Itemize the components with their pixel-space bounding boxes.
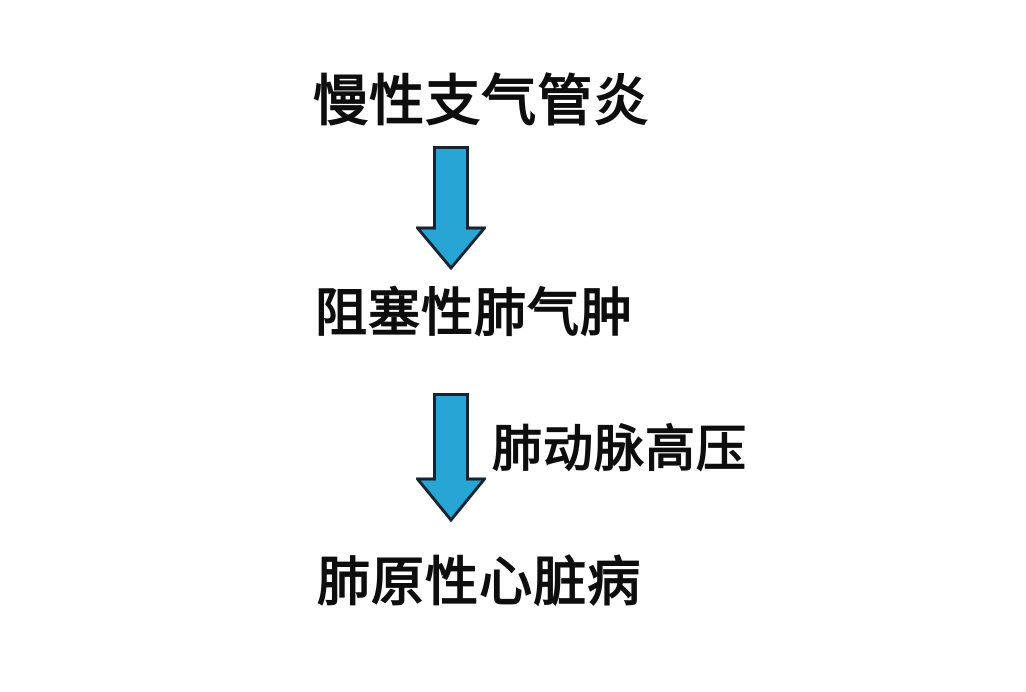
- down-arrow-icon-one: [416, 146, 486, 270]
- down-arrow-icon-two: [416, 393, 486, 522]
- node-obstructive-emphysema: 阻塞性肺气肿: [315, 284, 634, 344]
- node-cor-pulmonale: 肺原性心脏病: [317, 552, 642, 613]
- edge-label-pulmonary-hypertension: 肺动脉高压: [492, 420, 747, 478]
- node-chronic-bronchitis: 慢性支气管炎: [313, 69, 650, 133]
